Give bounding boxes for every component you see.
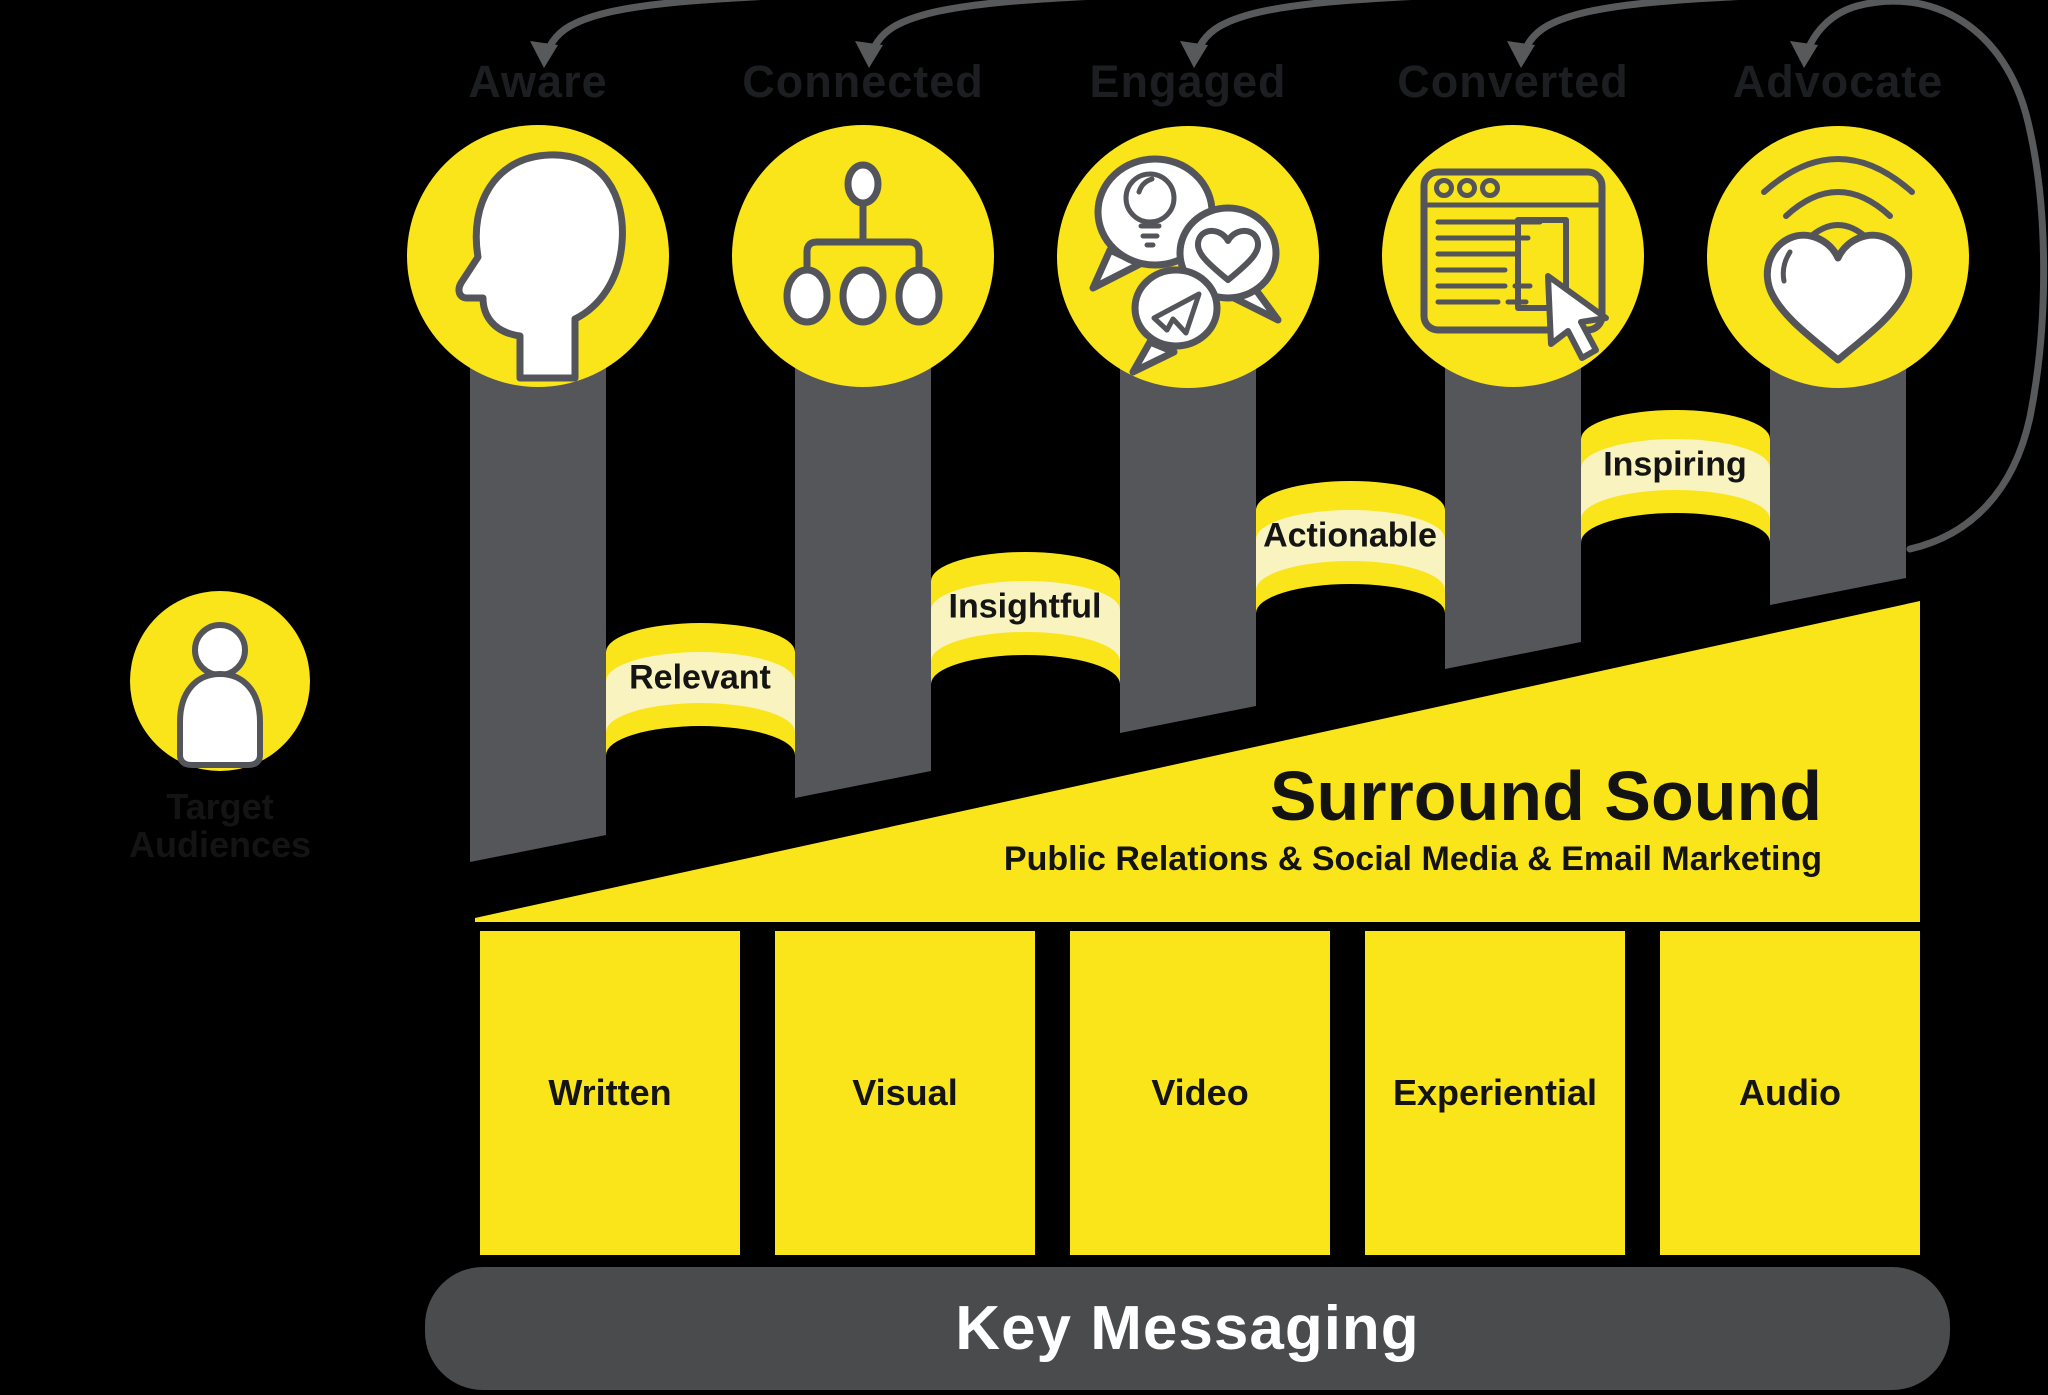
- target-audiences-label-line2: Audiences: [128, 824, 312, 865]
- channel-label: Video: [1151, 1072, 1249, 1113]
- speech-bubbles-icon: [1089, 155, 1282, 376]
- arrow-to-connected: [866, 0, 1086, 62]
- stage-label-aware: Aware: [468, 56, 608, 107]
- target-audiences-label-line1: Target: [166, 786, 274, 827]
- key-messaging-bar: Key Messaging: [425, 1267, 1950, 1390]
- bridge-arch-actionable-band: [1256, 510, 1445, 590]
- org-chart-icon: [783, 161, 943, 326]
- channel-label: Visual: [852, 1072, 958, 1113]
- surround-sound-title: Surround Sound: [1269, 757, 1822, 835]
- stage-label-converted: Converted: [1397, 56, 1629, 107]
- heart-signal-icon: [1761, 156, 1915, 364]
- arrow-to-advocate-loop: [1801, 0, 2048, 553]
- channel-box-video: Video: [1070, 931, 1330, 1255]
- arrowheads: [530, 41, 1818, 68]
- pillar: [470, 258, 606, 862]
- bridge-label-inspiring: Inspiring: [1603, 445, 1747, 484]
- target-audience-badge: [130, 591, 310, 771]
- flow-arrows: [541, 0, 2048, 553]
- bridge-arches: [606, 410, 1770, 755]
- pillar: [795, 258, 931, 798]
- channel-box-experiential: Experiential: [1365, 931, 1625, 1255]
- browser-click-icon: [1420, 168, 1609, 361]
- arrow-to-aware: [541, 0, 761, 62]
- arrowhead-icon: [1180, 41, 1208, 68]
- stage-label-engaged: Engaged: [1089, 56, 1287, 107]
- stage-label-connected: Connected: [742, 56, 984, 107]
- channel-label: Audio: [1739, 1072, 1841, 1113]
- surround-sound-wedge: [475, 601, 1920, 922]
- channel-box-audio: Audio: [1660, 931, 1920, 1255]
- arrowhead-icon: [530, 41, 558, 68]
- stage-label-advocate: Advocate: [1732, 56, 1944, 107]
- bridge-label-relevant: Relevant: [629, 658, 771, 697]
- key-messaging-label: Key Messaging: [955, 1294, 1420, 1363]
- arrow-to-converted: [1518, 0, 1738, 62]
- bridge-arch-relevant-band: [606, 652, 795, 732]
- channel-label: Experiential: [1392, 1072, 1598, 1113]
- person-icon: [177, 622, 263, 768]
- head-profile-icon: [455, 151, 626, 382]
- channel-label: Written: [548, 1072, 672, 1113]
- bridge-label-actionable: Actionable: [1263, 516, 1437, 555]
- arrowhead-icon: [855, 41, 883, 68]
- bridge-arch-inspiring-band: [1581, 439, 1770, 519]
- channel-box-visual: Visual: [775, 931, 1035, 1255]
- arrowhead-icon: [1507, 41, 1535, 68]
- bridge-label-insightful: Insightful: [948, 587, 1102, 626]
- channel-box-written: Written: [480, 931, 740, 1255]
- arrow-to-engaged: [1191, 0, 1411, 62]
- bridge-arch-insightful-band: [931, 581, 1120, 661]
- surround-sound-subtitle: Public Relations & Social Media & Email …: [1003, 840, 1822, 878]
- arrowhead-icon: [1790, 41, 1818, 68]
